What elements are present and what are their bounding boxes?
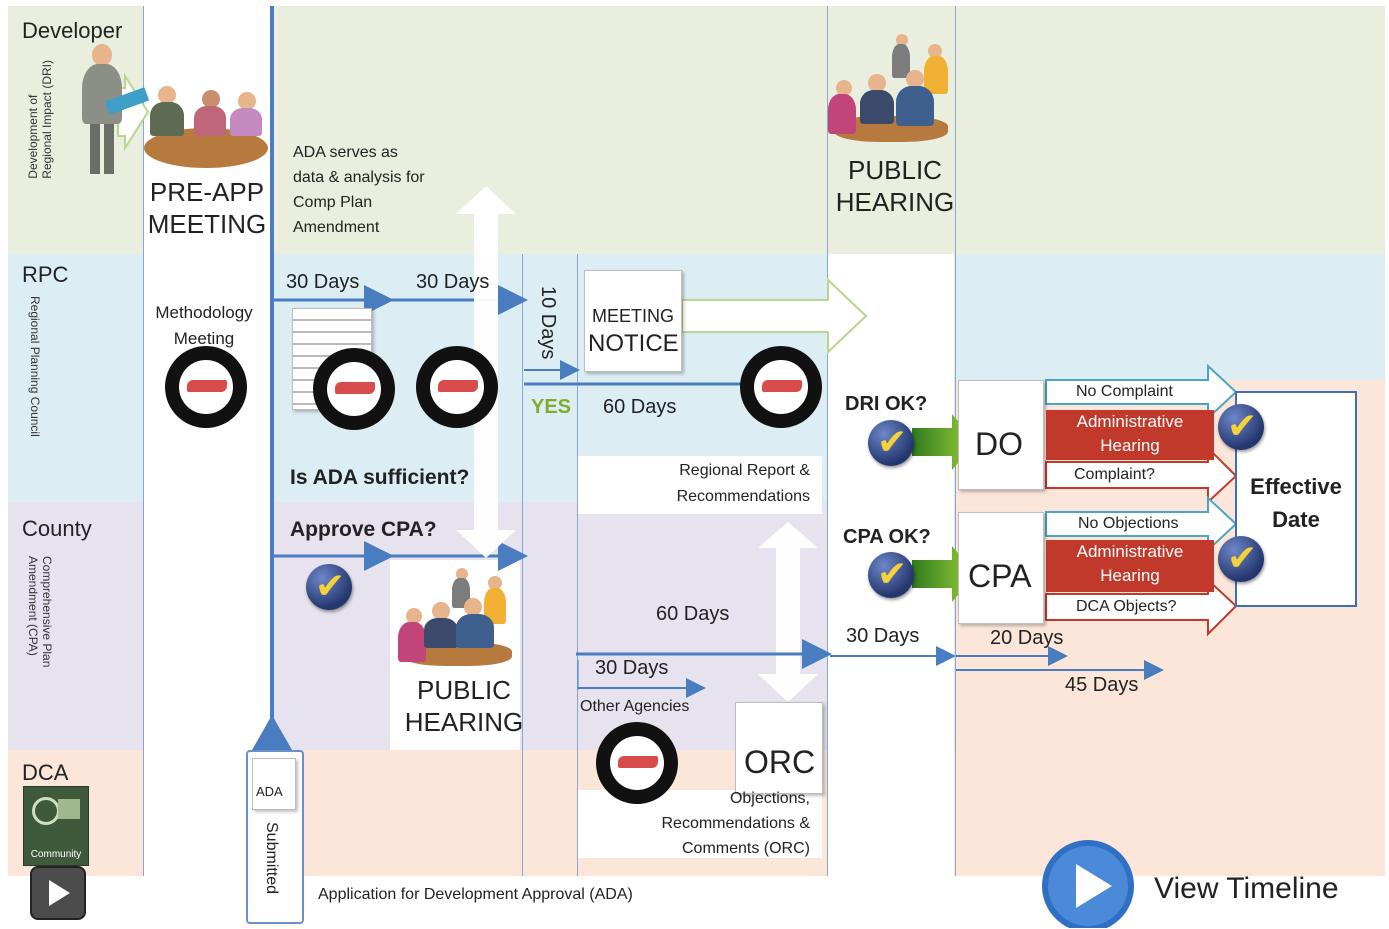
other-agencies: Other Agencies (580, 698, 690, 715)
cpa-admin-hearing: Administrative Hearing (1046, 540, 1214, 592)
check-icon (1218, 404, 1264, 450)
public-hearing-people-icon (828, 34, 954, 252)
do-label: DO (975, 426, 1023, 462)
divider (143, 6, 144, 876)
rpc-10-days: 10 Days (537, 286, 559, 360)
dri-ok-label: DRI OK? (845, 393, 928, 415)
cpa-dca-objects: DCA Objects? (1076, 598, 1177, 615)
public-hearing-developer-label: PUBLIC HEARING (835, 155, 955, 217)
check-icon (1218, 536, 1264, 582)
meeting-notice-line2: NOTICE (588, 330, 679, 357)
approve-cpa: Approve CPA? (290, 518, 437, 541)
cpa-label: CPA (968, 558, 1032, 594)
rpc-60-days: 60 Days (603, 396, 677, 418)
play-icon (49, 880, 70, 906)
seal-icon (596, 722, 678, 804)
play-button[interactable] (30, 866, 86, 920)
cpa-ok-label: CPA OK? (843, 526, 931, 548)
check-icon (306, 564, 352, 610)
ada-submitted-label: Submitted (263, 822, 280, 895)
yes-label: YES (531, 396, 572, 418)
cpa-no-objections: No Objections (1078, 515, 1179, 532)
lane-title-dca: DCA (22, 760, 69, 785)
col-regional-report (578, 456, 822, 514)
orc-description: Objections, Recommendations & Comments (… (661, 790, 810, 857)
lane-title-county: County (22, 516, 92, 541)
dri-complaint: Complaint? (1074, 466, 1155, 483)
lane-sub-rpc: Regional Planning Council (28, 296, 42, 437)
dri-no-complaint: No Complaint (1076, 383, 1173, 400)
view-timeline-button[interactable]: View Timeline (1040, 836, 1380, 928)
check-icon (868, 552, 914, 598)
county-30-days: 30 Days (595, 657, 669, 679)
cpa-45-days: 45 Days (1065, 674, 1139, 696)
cpa-doc (958, 512, 1044, 624)
lane-title-developer: Developer (22, 18, 123, 43)
dri-admin-hearing: Administrative Hearing (1046, 410, 1214, 460)
ada-doc (252, 758, 296, 810)
divider (577, 254, 578, 876)
effective-date-label: Effective Date (1250, 474, 1342, 532)
seal-icon (165, 346, 247, 428)
seal-icon (416, 346, 498, 428)
lane-title-rpc: RPC (22, 262, 69, 287)
is-ada-sufficient: Is ADA sufficient? (290, 466, 470, 489)
dca-logo: Community (23, 786, 89, 866)
pre-app-meeting-people-icon (142, 80, 270, 170)
timeline-play-icon (1042, 840, 1134, 928)
orc-title: ORC (744, 744, 816, 780)
methodology-meeting-label: Methodology Meeting (155, 303, 253, 348)
seal-icon (740, 346, 822, 428)
check-icon (868, 420, 914, 466)
col-orc (578, 790, 822, 858)
view-timeline-label: View Timeline (1154, 872, 1339, 905)
divider (827, 6, 828, 876)
cpa-20-days: 20 Days (990, 627, 1064, 649)
footer-caption: Application for Development Approval (AD… (318, 886, 633, 903)
meeting-notice-doc (584, 270, 682, 372)
county-public-hearing-people-icon (392, 568, 518, 678)
ada-label: ADA (256, 784, 283, 799)
cpa-30-days: 30 Days (846, 625, 920, 647)
pre-app-meeting-label: PRE-APP MEETING (147, 177, 267, 239)
rpc-30-days-b: 30 Days (416, 271, 490, 293)
developer-figure (78, 40, 150, 180)
county-60-days: 60 Days (656, 603, 730, 625)
seal-icon (313, 348, 395, 430)
rpc-30-days-a: 30 Days (286, 271, 360, 293)
ada-submitted-box: ADA Submitted (246, 750, 304, 924)
public-hearing-county-label: PUBLIC HEARING (404, 675, 524, 737)
dca-logo-text: Community (30, 849, 82, 860)
ada-note: ADA serves as data & analysis for Comp P… (293, 144, 425, 236)
meeting-notice-line1: MEETING (592, 306, 675, 326)
regional-report-label: Regional Report & Recommendations (676, 462, 810, 505)
orc-doc (735, 702, 823, 794)
lane-sub-county: Comprehensive Plan Amendment (CPA) (26, 556, 54, 668)
do-doc (958, 380, 1044, 490)
